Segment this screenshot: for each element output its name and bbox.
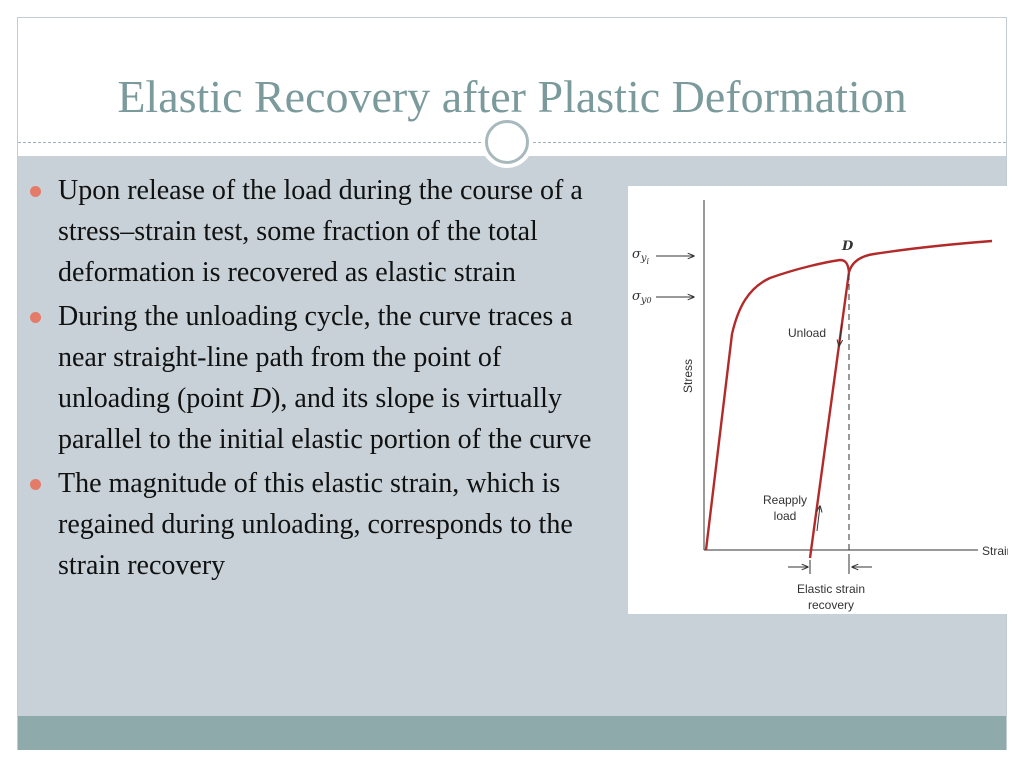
loading-curve (704, 258, 851, 551)
x-axis-label: Strain (982, 544, 1008, 558)
bullet-text: ), and its slope is virtually parallel t… (58, 383, 592, 455)
sigma-yi-label: σyi (632, 247, 650, 266)
bullet-item: The magnitude of this elastic strain, wh… (24, 463, 620, 586)
bullet-item: Upon release of the load during the cour… (24, 170, 620, 293)
y-axis-label: Stress (681, 359, 695, 393)
reapply-arrow-icon (817, 506, 820, 532)
bullet-italic-text: D (250, 383, 272, 414)
reload-curve (847, 239, 993, 273)
figure-svg: Stress Strain σyi σy0 D Unload Reapply l… (632, 200, 1008, 612)
recovery-label-line2: recovery (808, 598, 854, 612)
bullet-text: During the unloading cycle, the curve tr… (58, 301, 573, 414)
bullet-item: During the unloading cycle, the curve tr… (24, 296, 620, 460)
point-d-label: D (841, 239, 854, 254)
circle-ornament-icon (485, 120, 529, 164)
bullet-text: Upon release of the load during the cour… (58, 175, 583, 288)
bullet-dot-icon (30, 479, 41, 490)
recovery-label-line1: Elastic strain (797, 582, 865, 596)
bullet-text: The magnitude of this elastic strain, wh… (58, 468, 573, 581)
bottom-band (18, 716, 1006, 750)
stress-strain-figure: Stress Strain σyi σy0 D Unload Reapply l… (628, 186, 1008, 614)
unloading-line (808, 271, 851, 559)
sigma-y0-label: σy0 (632, 289, 652, 306)
bullet-list: Upon release of the load during the cour… (24, 170, 620, 589)
bullet-dot-icon (30, 312, 41, 323)
unload-arrow-icon (839, 323, 842, 346)
reapply-label-line2: load (774, 509, 797, 523)
unload-label: Unload (788, 326, 826, 340)
slide-title: Elastic Recovery after Plastic Deformati… (117, 71, 907, 122)
reapply-label-line1: Reapply (763, 493, 807, 507)
bullet-dot-icon (30, 186, 41, 197)
